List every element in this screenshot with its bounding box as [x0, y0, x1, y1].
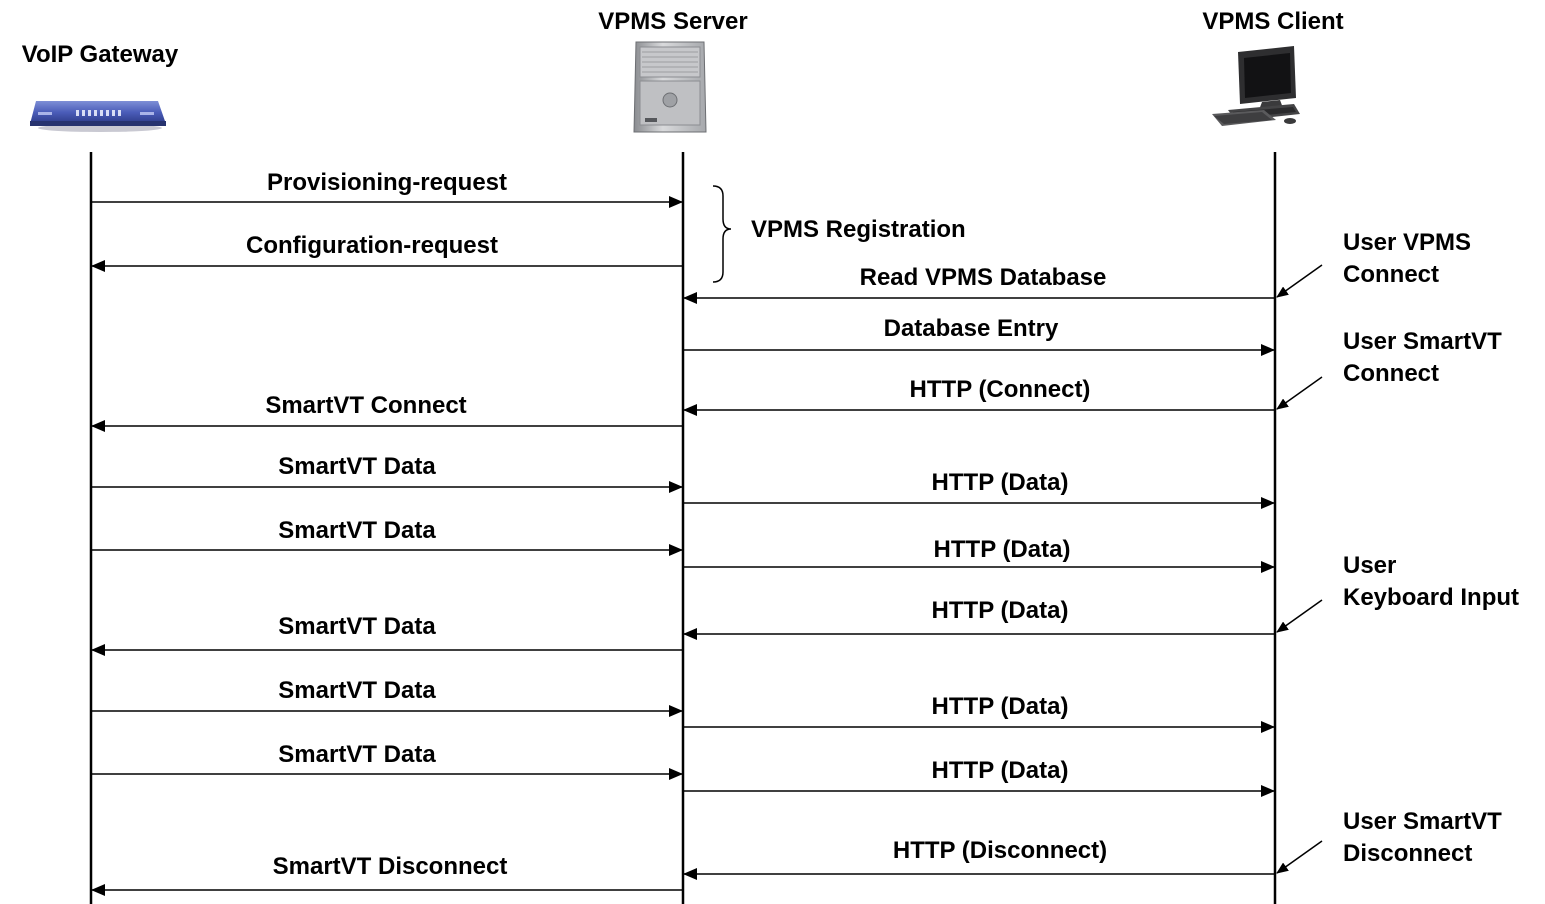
message-label: Provisioning-request [267, 169, 507, 196]
message-smartvt-data: SmartVT Data [91, 453, 683, 493]
user-action-line-1: User SmartVT [1343, 328, 1502, 355]
message-http-connect: HTTP (Connect) [683, 376, 1275, 416]
message-label: HTTP (Data) [932, 693, 1069, 720]
message-label: SmartVT Data [278, 613, 436, 640]
message-label: SmartVT Disconnect [273, 853, 508, 880]
message-label: HTTP (Data) [932, 757, 1069, 784]
message-http-data: HTTP (Data) [683, 693, 1275, 733]
message-label: SmartVT Data [278, 741, 436, 768]
message-database-entry: Database Entry [683, 315, 1275, 356]
user-action-smartvt-connect: User SmartVT Connect [1276, 328, 1502, 410]
message-label: SmartVT Data [278, 677, 436, 704]
message-label: SmartVT Connect [265, 392, 466, 419]
registration-label: VPMS Registration [751, 216, 966, 243]
message-http-data: HTTP (Data) [683, 757, 1275, 797]
message-http-data: HTTP (Data) [683, 536, 1275, 573]
message-label: HTTP (Data) [932, 469, 1069, 496]
message-label: Configuration-request [246, 232, 498, 259]
user-action-pointer [1276, 599, 1323, 633]
user-action-keyboard-input: User Keyboard Input [1276, 552, 1519, 633]
message-label: HTTP (Disconnect) [893, 837, 1107, 864]
user-action-line-1: User [1343, 552, 1396, 579]
message-provisioning-request: Provisioning-request [91, 169, 683, 208]
client-title: VPMS Client [1202, 8, 1343, 35]
message-label: SmartVT Data [278, 517, 436, 544]
message-label: HTTP (Connect) [910, 376, 1091, 403]
message-http-data: HTTP (Data) [683, 597, 1275, 640]
message-smartvt-data: SmartVT Data [91, 741, 683, 780]
registration-brace [712, 185, 732, 283]
user-action-line-2: Connect [1343, 261, 1439, 288]
user-action-vpms-connect: User VPMS Connect [1276, 229, 1471, 298]
vpms-client-icon [1212, 46, 1300, 126]
vpms-server-icon [633, 41, 707, 133]
user-action-line-2: Disconnect [1343, 840, 1472, 867]
message-smartvt-connect: SmartVT Connect [91, 392, 683, 432]
message-http-data: HTTP (Data) [683, 469, 1275, 509]
message-smartvt-data: SmartVT Data [91, 677, 683, 717]
message-read-vpms-database: Read VPMS Database [683, 264, 1275, 304]
user-action-line-2: Connect [1343, 360, 1439, 387]
gateway-title: VoIP Gateway [22, 41, 179, 68]
message-smartvt-data: SmartVT Data [91, 517, 683, 556]
voip-gateway-icon [30, 101, 166, 132]
user-action-pointer [1276, 264, 1323, 298]
server-title: VPMS Server [598, 8, 747, 35]
message-label: Read VPMS Database [860, 264, 1107, 291]
message-label: HTTP (Data) [934, 536, 1071, 563]
user-action-line-2: Keyboard Input [1343, 584, 1519, 611]
message-label: SmartVT Data [278, 453, 436, 480]
message-label: Database Entry [884, 315, 1059, 342]
message-label: HTTP (Data) [932, 597, 1069, 624]
user-action-line-1: User SmartVT [1343, 808, 1502, 835]
user-action-line-1: User VPMS [1343, 229, 1471, 256]
user-action-smartvt-disconnect: User SmartVT Disconnect [1276, 808, 1502, 874]
message-smartvt-disconnect: SmartVT Disconnect [91, 853, 683, 896]
message-configuration-request: Configuration-request [91, 232, 683, 272]
message-http-disconnect: HTTP (Disconnect) [683, 837, 1275, 880]
message-smartvt-data: SmartVT Data [91, 613, 683, 656]
user-action-pointer [1276, 840, 1323, 874]
user-action-pointer [1276, 376, 1323, 410]
